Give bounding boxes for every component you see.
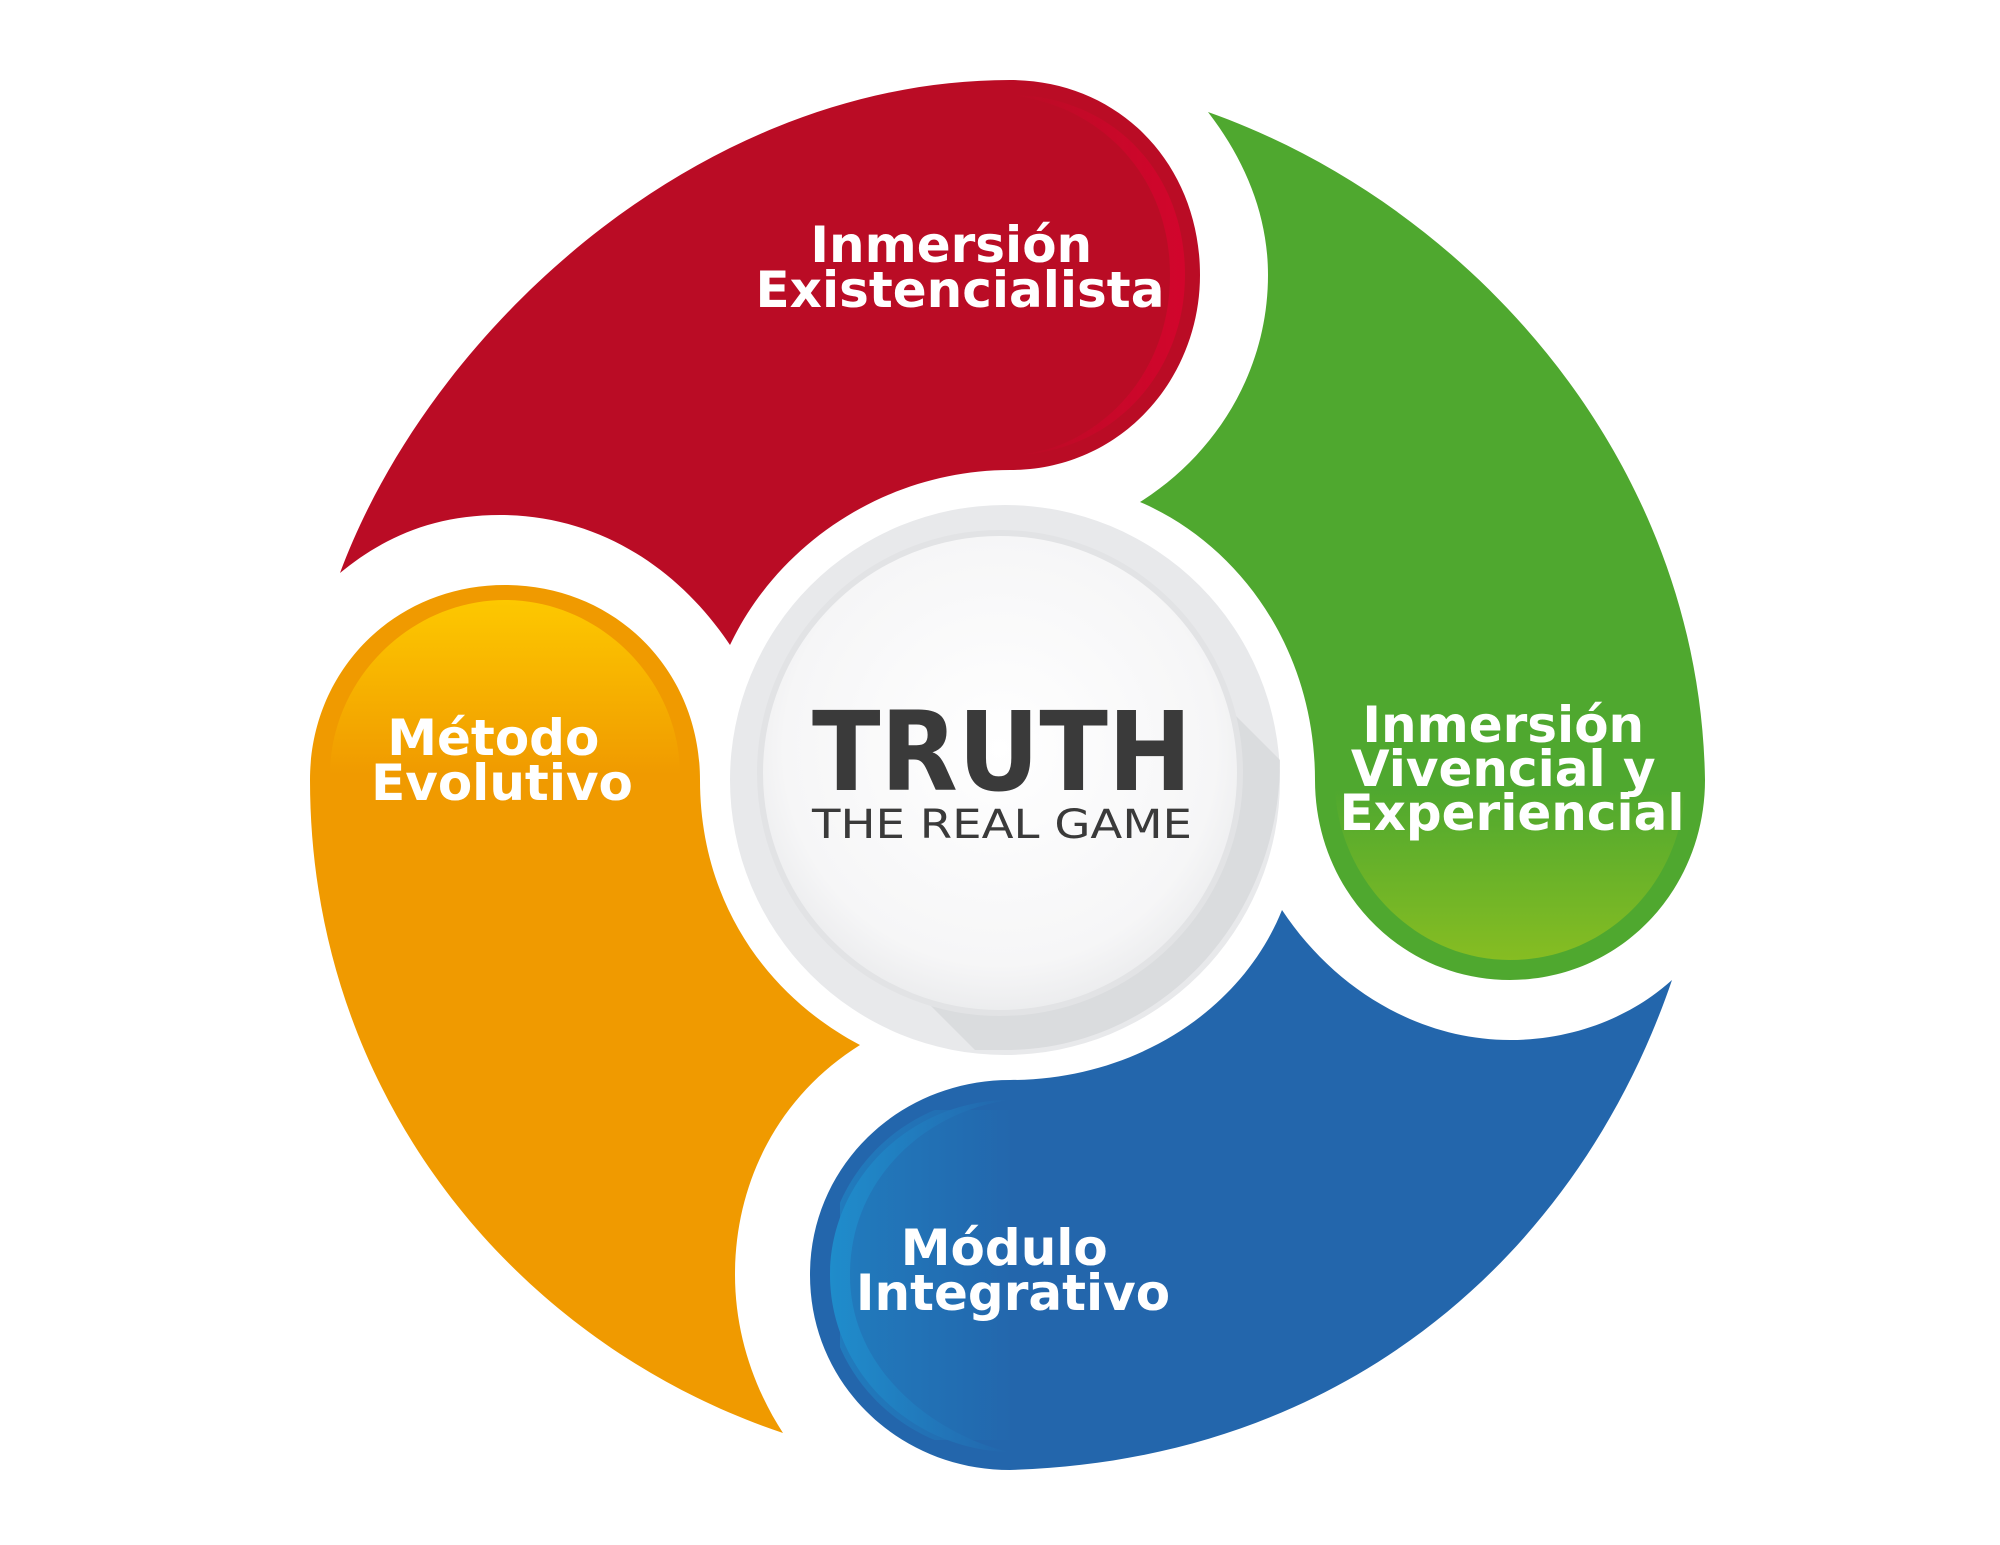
segment-evolutivo-line-1: Método (387, 709, 599, 767)
segment-vivencial-highlight (1335, 790, 1685, 960)
segment-existencialista-line-1: Inmersión (810, 216, 1092, 274)
segment-existencialista-shape (340, 80, 1200, 645)
segment-vivencial: Inmersión Vivencial y Experiencial (1140, 112, 1705, 980)
center-subtitle: THE REAL GAME (811, 802, 1192, 848)
segment-evolutivo-line-2: Evolutivo (371, 754, 633, 812)
segment-existencialista: Inmersión Existencialista (340, 80, 1200, 645)
segment-vivencial-shape (1140, 112, 1705, 980)
segment-integrativo-line-2: Integrativo (856, 1264, 1170, 1322)
segment-existencialista-label: Inmersión Existencialista (756, 216, 1165, 319)
segment-existencialista-line-2: Existencialista (756, 261, 1165, 319)
segment-vivencial-line-1: Inmersión (1362, 696, 1644, 754)
segment-integrativo-label: Módulo Integrativo (856, 1219, 1170, 1322)
center-hub: TRUTH THE REAL GAME (730, 505, 1280, 1055)
segment-evolutivo-label: Método Evolutivo (371, 709, 633, 812)
segment-integrativo-line-1: Módulo (901, 1219, 1108, 1277)
center-hub-disc (757, 530, 1243, 1016)
segment-integrativo-gradient-band (840, 1110, 1010, 1440)
segment-evolutivo: Método Evolutivo (310, 585, 860, 1433)
segment-integrativo-shape (810, 910, 1672, 1470)
segment-vivencial-label: Inmersión Vivencial y Experiencial (1339, 696, 1684, 842)
center-title: TRUTH (812, 688, 1192, 816)
segment-evolutivo-shape (310, 585, 860, 1433)
segment-integrativo: Módulo Integrativo (810, 910, 1672, 1470)
segment-vivencial-line-2: Vivencial y (1351, 740, 1656, 798)
segment-evolutivo-highlight (330, 600, 680, 775)
segment-vivencial-line-3: Experiencial (1339, 784, 1684, 842)
